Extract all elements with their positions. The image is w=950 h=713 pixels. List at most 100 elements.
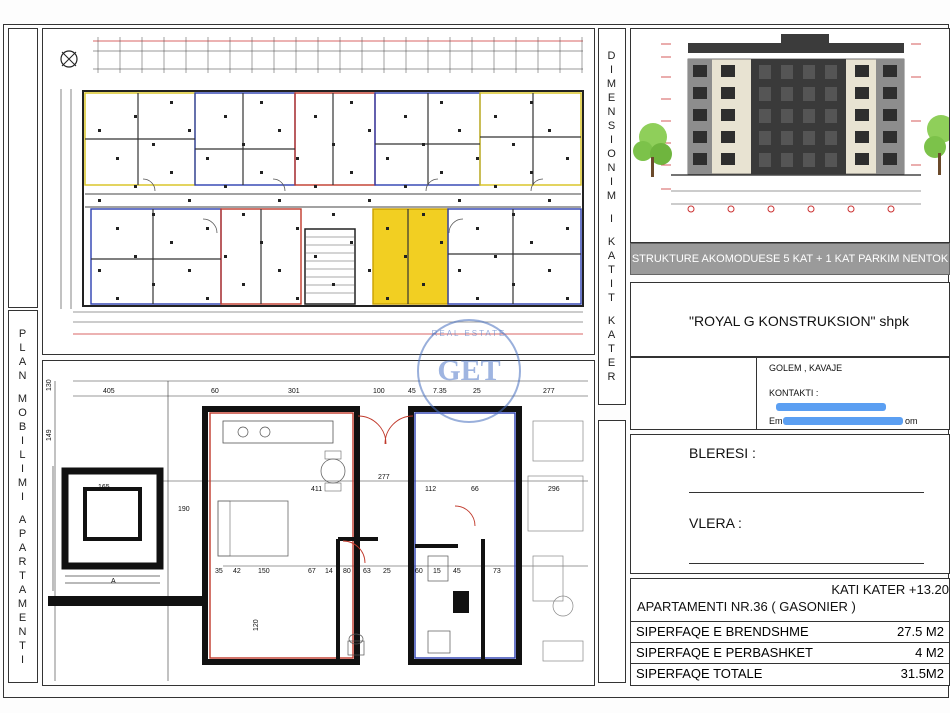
label-letter: I	[20, 490, 26, 503]
label-letter	[607, 203, 617, 212]
company-box: "ROYAL G KONSTRUKSION" shpk	[630, 282, 950, 357]
label-letter: I	[609, 213, 615, 225]
value-label: VLERA :	[689, 515, 742, 531]
building-elevation	[633, 34, 949, 213]
dimension-label: 15	[433, 568, 441, 575]
buyer-line	[689, 492, 924, 493]
email-suffix: om	[905, 416, 918, 426]
dimension-label: 411	[311, 486, 322, 493]
label-letter: D	[607, 50, 617, 62]
label-letter: E	[18, 611, 28, 624]
buyer-label: BLERESI :	[689, 445, 756, 461]
label-letter: M	[17, 597, 29, 610]
redacted-email	[783, 417, 903, 425]
dimension-label: 73	[493, 568, 501, 575]
value-line	[689, 563, 924, 564]
label-letter: A	[18, 541, 28, 554]
summary-box: KATI KATER +13.20 APARTAMENTI NR.36 ( GA…	[630, 578, 950, 686]
summary-row-value: 31.5M2	[900, 666, 944, 681]
label-letter: R	[607, 371, 617, 383]
label-letter	[607, 226, 617, 235]
dimension-label: 190	[178, 506, 190, 513]
watermark-main: GET	[437, 354, 501, 387]
label-letter: L	[19, 448, 27, 461]
label-letter: M	[606, 78, 618, 90]
summary-row-value: 4 M2	[915, 645, 944, 660]
summary-row-label: SIPERFAQE TOTALE	[636, 666, 763, 681]
label-letter: A	[607, 250, 617, 262]
dimension-label: 80	[343, 568, 351, 575]
dimension-label: 14	[325, 568, 333, 575]
label-letter: M	[17, 476, 29, 489]
buyer-box: BLERESI : VLERA :	[630, 434, 950, 574]
label-letter: K	[607, 236, 617, 248]
label-letter: A	[18, 583, 28, 596]
label-letter: N	[18, 625, 28, 638]
label-letter: P	[18, 527, 28, 540]
label-letter: R	[18, 555, 28, 568]
summary-row: SIPERFAQE E PERBASHKET 4 M2	[630, 642, 950, 664]
label-letter: I	[20, 462, 26, 475]
dimension-label: 60	[415, 568, 423, 575]
elevation-panel	[630, 28, 950, 243]
label-letter	[18, 383, 28, 392]
dimension-label: 45	[408, 388, 416, 395]
label-letter: N	[607, 106, 617, 118]
contact-divider	[756, 358, 757, 429]
floor-plan-drawing	[60, 37, 584, 335]
label-letter: T	[608, 292, 616, 304]
dimension-label: 35	[215, 568, 223, 575]
label-letter: K	[607, 315, 617, 327]
left-blank-column	[8, 28, 38, 308]
dimension-label: 120	[253, 619, 260, 631]
label-letter: B	[18, 420, 28, 433]
project-banner: STRUKTURE AKOMODUESE 5 KAT + 1 KAT PARKI…	[630, 243, 950, 275]
label-letter: T	[19, 569, 27, 582]
company-name: "ROYAL G KONSTRUKSION" shpk	[689, 313, 909, 329]
dimension-label: 405	[103, 388, 115, 395]
dimension-label: 60	[211, 388, 219, 395]
email-prefix: Em	[769, 416, 783, 426]
label-letter: P	[18, 327, 28, 340]
label-letter: I	[609, 64, 615, 76]
label-letter: S	[607, 120, 617, 132]
label-letter: I	[609, 278, 615, 290]
contact-box: GOLEM , KAVAJE KONTAKTI : Em om	[630, 357, 950, 430]
label-letter: E	[607, 357, 617, 369]
middle-blank-column	[598, 420, 626, 683]
label-letter: A	[607, 329, 617, 341]
summary-row-label: SIPERFAQE E BRENDSHME	[636, 624, 809, 639]
dimension-label: 296	[548, 486, 560, 493]
dimension-label: 66	[471, 486, 479, 493]
label-letter: I	[609, 134, 615, 146]
label-letter	[607, 305, 617, 314]
dimension-label: 63	[363, 568, 371, 575]
watermark-logo: REAL ESTATE GET	[417, 319, 521, 423]
label-letter: I	[20, 434, 26, 447]
watermark-top: REAL ESTATE	[431, 329, 507, 338]
dimension-label: 112	[425, 486, 436, 493]
dimension-label: 25	[383, 568, 391, 575]
contact-label: KONTAKTI :	[769, 388, 819, 398]
redacted-contact	[776, 403, 886, 411]
label-letter: T	[608, 264, 616, 276]
dimension-label: 67	[308, 568, 316, 575]
location-text: GOLEM , KAVAJE	[769, 363, 843, 373]
label-letter: T	[19, 639, 27, 652]
dimension-label: 149	[46, 429, 53, 441]
apartment-title: APARTAMENTI NR.36 ( GASONIER )	[637, 599, 856, 614]
dimension-label: 42	[233, 568, 241, 575]
label-letter: N	[18, 369, 28, 382]
summary-row: SIPERFAQE E BRENDSHME 27.5 M2	[630, 621, 950, 643]
dimension-label: 150	[258, 568, 270, 575]
label-letter: A	[18, 355, 28, 368]
label-letter: O	[607, 148, 617, 160]
